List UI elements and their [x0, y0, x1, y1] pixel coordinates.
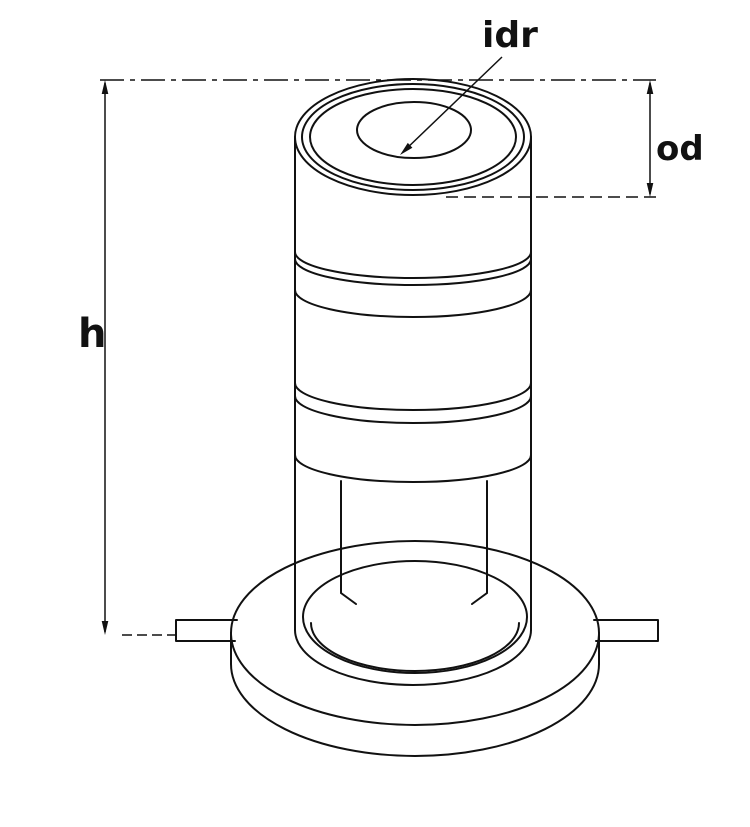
- cylinder-base-joint-arc: [294, 629, 532, 686]
- inner-bore: [356, 101, 472, 159]
- idr-arrow-icon: [400, 142, 413, 155]
- cylindrical-part: [175, 78, 659, 757]
- inner-diameter-label: idr: [482, 15, 538, 56]
- base-top-ellipse: [230, 540, 600, 726]
- base-hole-depth-arc: [310, 622, 520, 672]
- groove-arc-1: [294, 251, 532, 279]
- leg-left-inner: [340, 480, 357, 605]
- leg-right-inner: [471, 480, 488, 605]
- tab-right: [593, 619, 659, 642]
- top-inner-ring: [309, 88, 517, 186]
- base-bottom-arc: [230, 663, 600, 757]
- height-arrow-down-icon: [101, 621, 109, 635]
- top-chamfer-ring: [301, 83, 525, 191]
- base-hole-ellipse: [302, 560, 528, 674]
- top-outer-edge: [294, 78, 532, 196]
- step-arc-2: [294, 395, 532, 424]
- height-arrow-up-icon: [101, 80, 109, 94]
- groove-arc-2: [294, 258, 532, 286]
- height-label: h: [78, 311, 106, 357]
- dimensions: [100, 56, 658, 636]
- dimension-labels: h od idr: [78, 15, 704, 357]
- step-arc-1: [294, 382, 532, 411]
- outer-diameter-label: od: [656, 129, 704, 169]
- body-bottom-arc: [294, 454, 532, 483]
- od-arrow-up-icon: [646, 80, 654, 94]
- idr-leader-line: [402, 56, 503, 153]
- groove-arc-3: [294, 289, 532, 318]
- tab-left: [175, 619, 238, 642]
- od-arrow-down-icon: [646, 183, 654, 197]
